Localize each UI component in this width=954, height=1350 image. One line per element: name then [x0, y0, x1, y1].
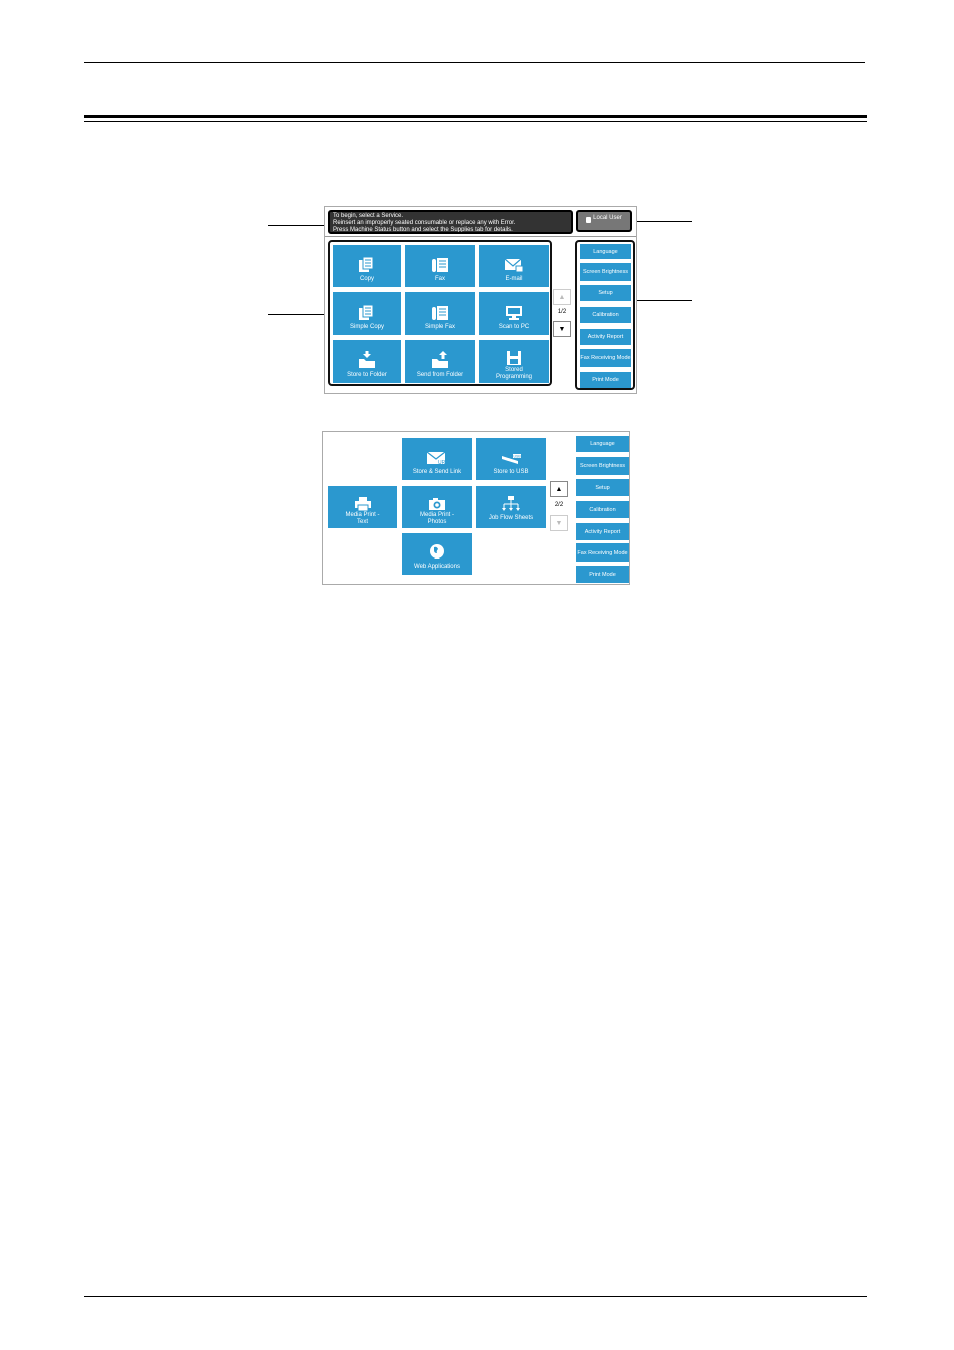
globe-icon [429, 543, 445, 561]
arrow-down-icon: ▼ [558, 325, 566, 333]
message-line: Reinsert an improperly seated consumable… [333, 220, 516, 226]
tile-label: Simple Fax [424, 324, 455, 330]
message-bar: To begin, select a Service. Reinsert an … [328, 210, 573, 234]
arrow-up-icon: ▲ [558, 293, 566, 301]
fax-icon [431, 305, 449, 321]
callout-line-user [632, 221, 692, 222]
copy-icon [358, 257, 376, 273]
tile-label: Job Flow Sheets [488, 515, 534, 521]
language-button[interactable]: Language [576, 436, 629, 452]
print-mode-button[interactable]: Print Mode [580, 372, 631, 388]
language-button[interactable]: Language [580, 244, 631, 259]
fax-button[interactable]: Fax [405, 245, 475, 287]
tile-label: Media Print - Photos [419, 512, 454, 525]
sidebar-highlight [575, 240, 635, 390]
store-to-folder-button[interactable]: Store to Folder [333, 340, 401, 383]
tile-label: Store to USB [493, 469, 529, 475]
web-applications-button[interactable]: Web Applications [402, 533, 472, 575]
stored-programming-button[interactable]: Stored Programming [479, 340, 549, 383]
tile-label: Stored Programming [495, 367, 532, 380]
floppy-icon [506, 350, 522, 366]
printer-icon [354, 497, 372, 511]
page-down-button[interactable]: ▼ [550, 515, 568, 531]
tile-label: E-mail [505, 276, 523, 282]
message-line: Press Machine Status button and select t… [333, 227, 513, 233]
url-mail-icon: URL [426, 450, 448, 466]
services-home-screen-page-2: URL Store & Send Link USB Store to USB M… [322, 431, 630, 585]
user-label: Local User [593, 215, 622, 221]
login-user-button[interactable]: Local User [576, 210, 632, 232]
page-indicator: 2/2 [554, 502, 564, 508]
monitor-icon [505, 305, 523, 321]
header-rule [84, 62, 865, 63]
setup-button[interactable]: Setup [576, 479, 629, 496]
activity-report-button[interactable]: Activity Report [576, 523, 629, 540]
camera-icon [428, 497, 446, 511]
print-mode-button[interactable]: Print Mode [576, 566, 629, 583]
job-flow-sheets-button[interactable]: Job Flow Sheets [476, 486, 546, 528]
setup-button[interactable]: Setup [580, 285, 631, 301]
store-send-link-button[interactable]: URL Store & Send Link [402, 438, 472, 480]
screen-brightness-button[interactable]: Screen Brightness [576, 457, 629, 475]
tile-label: Store & Send Link [412, 469, 462, 475]
usb-glyph: USB [514, 455, 522, 459]
tile-label: Simple Copy [349, 324, 384, 330]
tile-label: Send from Folder [416, 372, 464, 378]
calibration-button[interactable]: Calibration [576, 501, 629, 518]
services-highlight [328, 240, 552, 386]
page-up-button[interactable]: ▲ [550, 481, 568, 497]
calibration-button[interactable]: Calibration [580, 307, 631, 323]
section-rule-thick [84, 115, 867, 118]
callout-line-sidebar [634, 300, 692, 301]
tile-label: Copy [359, 276, 374, 282]
callout-line-message [268, 225, 328, 226]
simple-fax-button[interactable]: Simple Fax [405, 292, 475, 335]
arrow-up-icon: ▲ [555, 485, 563, 493]
media-print-photos-button[interactable]: Media Print - Photos [402, 486, 472, 528]
message-line: To begin, select a Service. [333, 213, 404, 219]
activity-report-button[interactable]: Activity Report [580, 329, 631, 345]
media-print-text-button[interactable]: Media Print - Text [328, 486, 397, 528]
services-home-screen-page-1: To begin, select a Service. Reinsert an … [324, 206, 637, 394]
folder-out-icon [431, 351, 449, 369]
screen-brightness-button[interactable]: Screen Brightness [580, 263, 631, 281]
page-up-button[interactable]: ▲ [553, 289, 571, 305]
tile-label: Scan to PC [498, 324, 530, 330]
email-button[interactable]: E-mail [479, 245, 549, 287]
store-to-usb-button[interactable]: USB Store to USB [476, 438, 546, 480]
simple-copy-button[interactable]: Simple Copy [333, 292, 401, 335]
tile-label: Store to Folder [347, 372, 387, 378]
lock-icon [586, 217, 592, 223]
page-indicator: 1/2 [557, 309, 567, 315]
flow-icon [501, 496, 521, 512]
copy-icon [358, 305, 376, 321]
fax-receiving-mode-button[interactable]: Fax Receiving Mode [580, 349, 631, 367]
arrow-down-icon: ▼ [555, 519, 563, 527]
divider [325, 236, 636, 237]
url-glyph: URL [438, 460, 448, 466]
scan-to-pc-button[interactable]: Scan to PC [479, 292, 549, 335]
tile-label: Media Print - Text [345, 512, 380, 525]
usb-icon: USB [500, 452, 522, 466]
fax-receiving-mode-button[interactable]: Fax Receiving Mode [576, 543, 629, 562]
tile-label: Fax [434, 276, 445, 282]
email-icon [504, 257, 524, 273]
callout-line-services [268, 314, 330, 315]
fax-icon [431, 257, 449, 273]
page-down-button[interactable]: ▼ [553, 321, 571, 337]
tile-label: Web Applications [414, 564, 460, 570]
section-rule-thin [84, 121, 867, 122]
folder-in-icon [358, 351, 376, 369]
send-from-folder-button[interactable]: Send from Folder [405, 340, 475, 383]
footer-rule [84, 1296, 867, 1297]
copy-button[interactable]: Copy [333, 245, 401, 287]
